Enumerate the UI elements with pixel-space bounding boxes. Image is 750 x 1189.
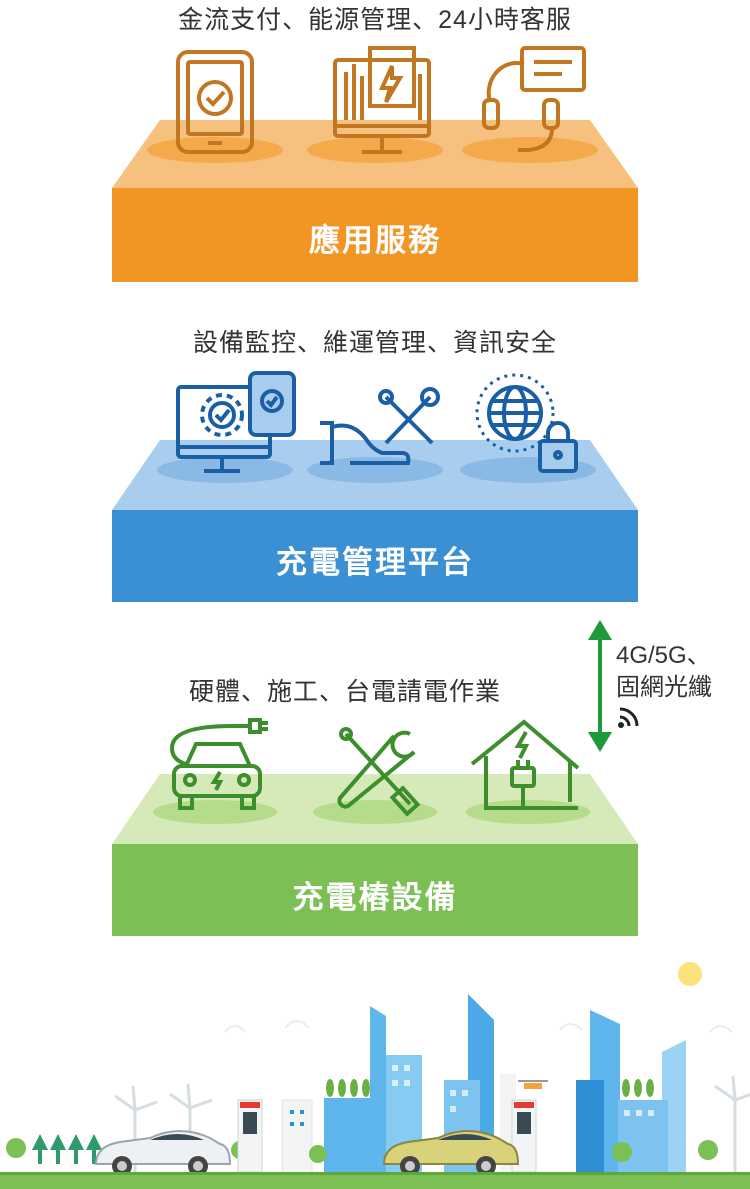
- white-car: [94, 1130, 232, 1176]
- yellow-car: [382, 1130, 520, 1176]
- layer-charging-equipment: 充電樁設備: [0, 712, 750, 942]
- network-label-line1: 4G/5G、: [616, 642, 711, 669]
- layer-1-title: 應用服務: [309, 223, 441, 258]
- bidirectional-arrow-icon: [588, 620, 612, 752]
- monitor-energy-icon: [333, 46, 431, 154]
- layer-charging-management-platform: 充電管理平台: [0, 365, 750, 605]
- layer-2-caption: 設備監控、維運管理、資訊安全: [192, 329, 557, 357]
- layer-2-front-face: [112, 510, 638, 602]
- city-illustration: [0, 962, 750, 1189]
- sun-icon: [678, 962, 702, 986]
- monitor-gear-icon: [176, 371, 296, 473]
- network-label: 4G/5G、 固網光纖: [616, 640, 712, 739]
- globe-lock-icon: [475, 373, 578, 473]
- layer-3-front-face: [112, 844, 638, 936]
- layer-2-graphic: [112, 371, 638, 602]
- network-label-line2: 固網光纖: [616, 674, 712, 701]
- hand-tools-icon: [320, 387, 440, 465]
- drone-icon: [518, 1080, 548, 1089]
- layer-1-graphic: [112, 46, 638, 282]
- wrench-screwdriver-icon: [337, 727, 421, 817]
- tablet-check-icon: [176, 50, 254, 154]
- headset-chat-icon: [482, 46, 586, 152]
- layer-application-services: 應用服務: [0, 40, 750, 285]
- layer-1-caption: 金流支付、能源管理、24小時客服: [178, 6, 572, 34]
- ground: [0, 1172, 750, 1189]
- layer-3-caption: 硬體、施工、台電請電作業: [188, 678, 501, 706]
- layer-3-graphic: [112, 718, 638, 936]
- wifi-signal-icon: [618, 707, 639, 728]
- layer-3-title: 充電樁設備: [292, 880, 458, 915]
- layer-2-title: 充電管理平台: [276, 545, 474, 580]
- house-plug-icon: [470, 719, 580, 810]
- layer-1-front-face: [112, 188, 638, 282]
- ev-car-plug-icon: [169, 718, 268, 810]
